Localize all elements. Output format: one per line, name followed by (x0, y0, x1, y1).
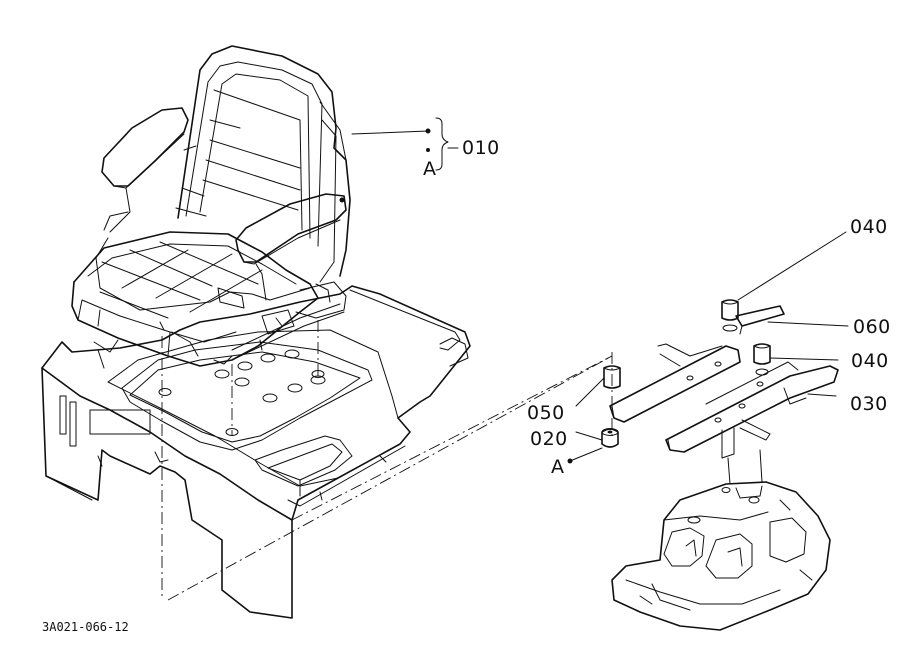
callout-030: 030 (850, 393, 888, 415)
drawing-number: 3A021-066-12 (42, 620, 129, 634)
callout-040-mid: 040 (851, 350, 889, 372)
callout-ref-a-top: A (423, 158, 437, 180)
callout-ref-a-bottom: A (551, 456, 565, 478)
callout-040-top: 040 (850, 216, 888, 238)
callout-020: 020 (530, 428, 568, 450)
callout-060: 060 (853, 316, 891, 338)
fasteners (425, 128, 771, 464)
callout-010: 010 (462, 137, 500, 159)
alignment-lines (161, 320, 613, 601)
callout-050: 050 (527, 402, 565, 424)
chassis-panel (41, 285, 471, 619)
operator-seat (71, 45, 351, 369)
leader-lines (351, 117, 849, 462)
transmission-housing (611, 449, 831, 631)
seat-rails (609, 305, 839, 459)
